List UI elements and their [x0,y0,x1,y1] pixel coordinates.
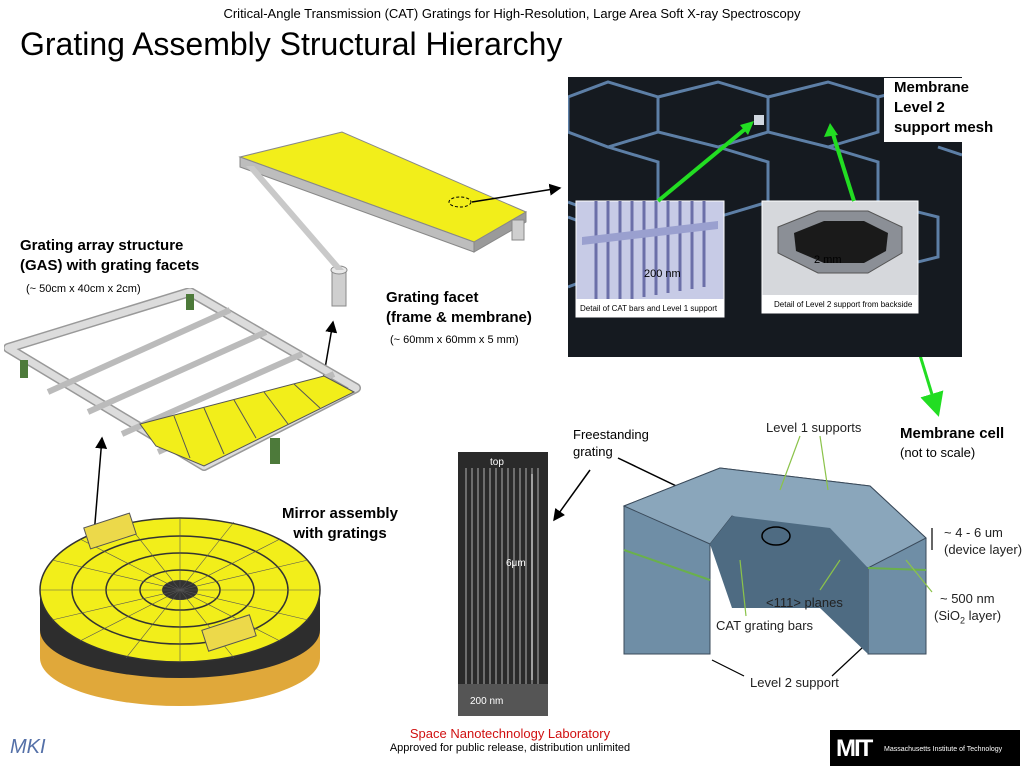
device-layer-label: ~ 4 - 6 um(device layer) [944,525,1023,557]
level1-supports-label: Level 1 supports [766,420,862,435]
mki-logo-text: MKI [10,736,46,758]
micrograph-top-label: top [490,457,504,468]
level2-support-label: Level 2 support [750,675,839,690]
inset-left-caption: Detail of CAT bars and Level 1 support [580,304,718,313]
grating-array-structure-illustration [4,288,361,471]
membrane-cell-label: Membrane cell (not to scale) [900,425,1005,460]
micrograph-width-label: 200 nm [470,696,504,707]
inset-right-scale: 2 mm [814,254,842,266]
lab-name: Space Nanotechnology Laboratory [409,726,611,741]
slide-subtitle: Critical-Angle Transmission (CAT) Gratin… [223,6,801,21]
sio2-layer-label: ~ 500 nm (SiO2 layer) [934,591,1002,626]
gas-label: Grating array structure(GAS) with gratin… [20,237,200,274]
membrane-cell-illustration [622,467,927,655]
mit-logo-mark: MIT [836,735,873,762]
facet-dimensions: (~ 60mm x 60mm x 5 mm) [390,334,519,346]
facet-label: Grating facet(frame & membrane) [386,289,532,326]
micrograph-depth-label: 6μm [506,558,526,569]
slide-title: Grating Assembly Structural Hierarchy [20,26,563,62]
inset-right-caption: Detail of Level 2 support from backside [774,300,913,309]
cross-section-micrograph [458,452,548,716]
grating-facet-illustration [238,131,528,307]
gas-dimensions: (~ 50cm x 40cm x 2cm) [26,283,141,295]
mit-logo [830,730,1020,766]
mit-logo-name: Massachusetts Institute of Technology [884,746,1003,753]
release-statement: Approved for public release, distributio… [389,742,631,754]
mirror-assembly-illustration [39,512,321,706]
cat-bars-label: CAT grating bars [716,618,814,633]
inset-left-scale: 200 nm [644,268,681,280]
planes-label: <111> planes [766,595,843,610]
